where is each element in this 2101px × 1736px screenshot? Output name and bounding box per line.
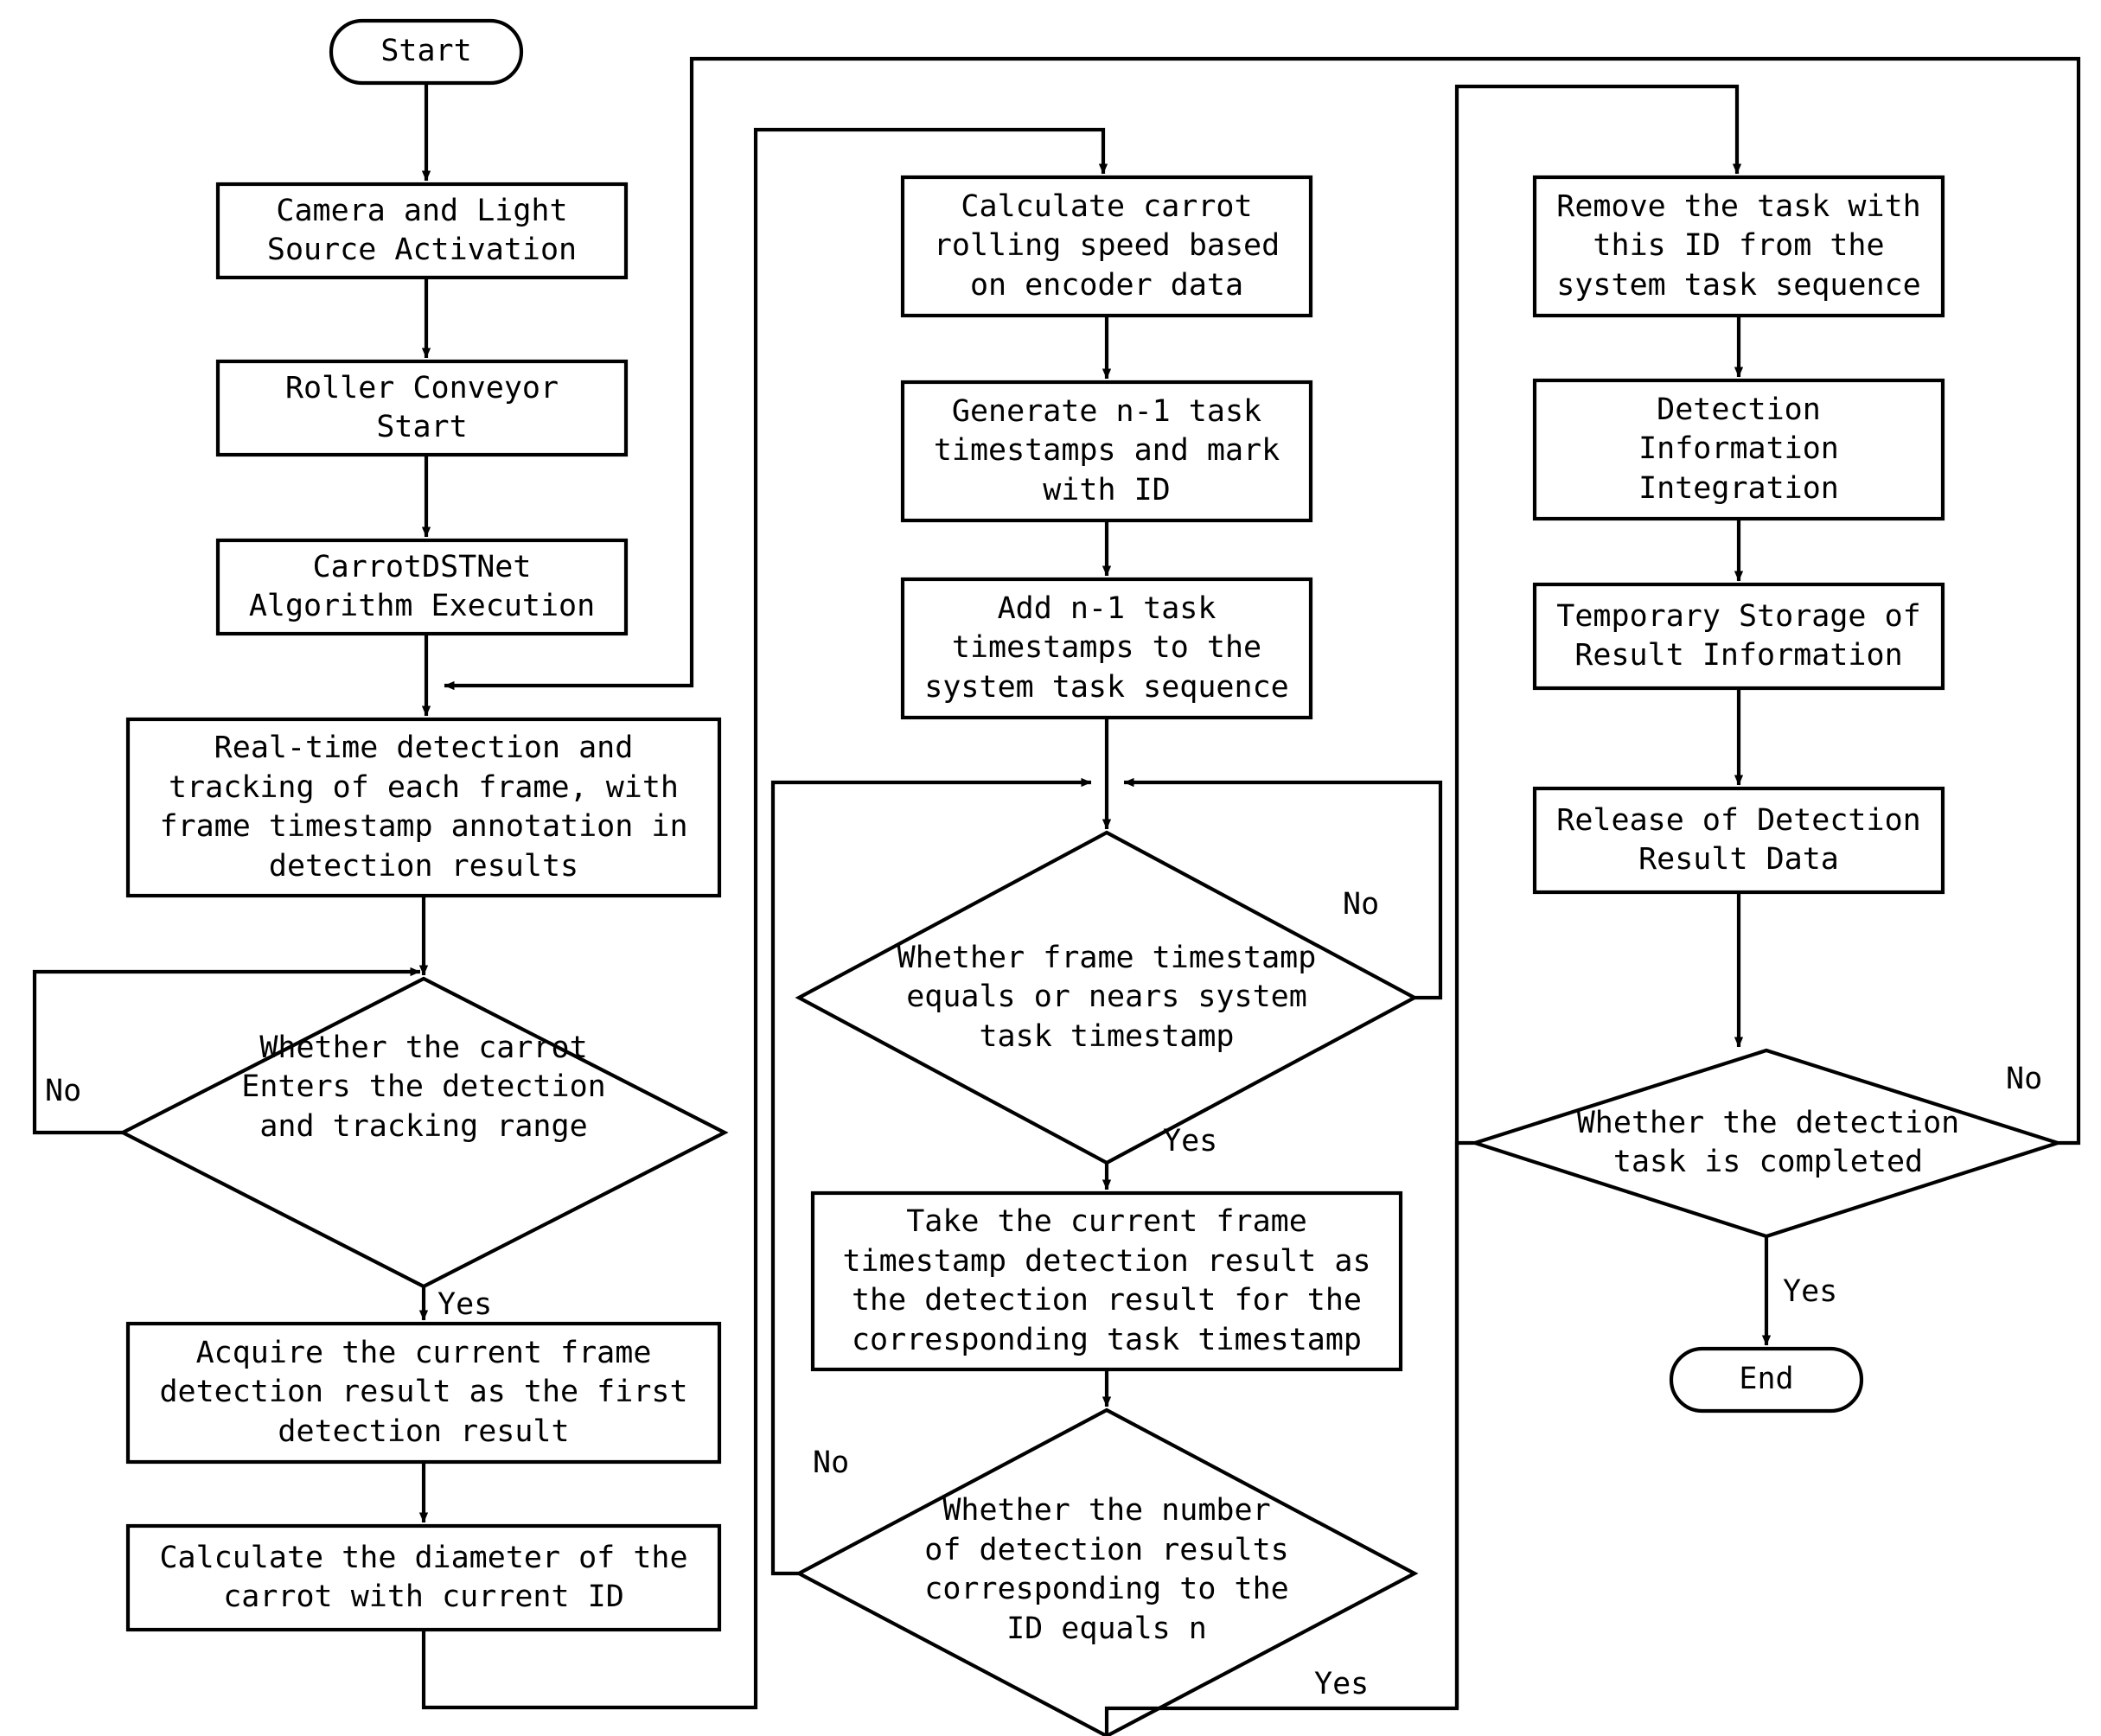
- edge-label-done-no: No: [2006, 1062, 2043, 1096]
- edge-dec-done-left-rail: [1454, 1140, 1475, 1708]
- edge-label-count-yes: Yes: [1314, 1667, 1370, 1701]
- edge-label-count-no: No: [813, 1446, 850, 1480]
- node-diameter-shape: [125, 1523, 722, 1632]
- node-storage-shape: [1532, 582, 1945, 691]
- edge-dec-done-no: [444, 56, 2081, 1146]
- edge-label-ts-yes: Yes: [1163, 1124, 1218, 1158]
- node-realtime-shape: [125, 717, 722, 898]
- edge-label-enters-no: No: [45, 1074, 82, 1108]
- edge-diameter-rolling: [421, 127, 1108, 1710]
- node-remove-shape: [1532, 175, 1945, 318]
- edge-dec-count-no: [770, 777, 1092, 1576]
- node-rolling-shape: [900, 175, 1313, 318]
- node-acquire-shape: [125, 1321, 722, 1465]
- node-dec-done-shape: [1469, 1048, 2064, 1239]
- edge-label-done-yes: Yes: [1783, 1274, 1838, 1309]
- node-start-shape: [329, 18, 524, 86]
- node-conveyor-shape: [215, 359, 629, 457]
- node-algorithm-shape: [215, 538, 629, 636]
- edge-dec-count-yes: [1104, 84, 1742, 1736]
- node-dec-enters-shape: [118, 976, 729, 1289]
- node-end-shape: [1669, 1346, 1864, 1414]
- edge-label-ts-no: No: [1343, 887, 1380, 922]
- node-addtasks-shape: [900, 577, 1313, 720]
- edge-dec-ts-no: [1123, 777, 1443, 1000]
- node-integration-shape: [1532, 378, 1945, 521]
- node-generate-shape: [900, 380, 1313, 523]
- edge-dec-enters-no: [32, 967, 421, 1135]
- node-dec-count-shape: [795, 1407, 1419, 1736]
- node-release-shape: [1532, 786, 1945, 895]
- node-dec-ts-shape: [795, 830, 1419, 1165]
- edge-label-enters-yes: Yes: [437, 1287, 493, 1322]
- node-take-shape: [810, 1190, 1403, 1372]
- node-camera-shape: [215, 182, 629, 280]
